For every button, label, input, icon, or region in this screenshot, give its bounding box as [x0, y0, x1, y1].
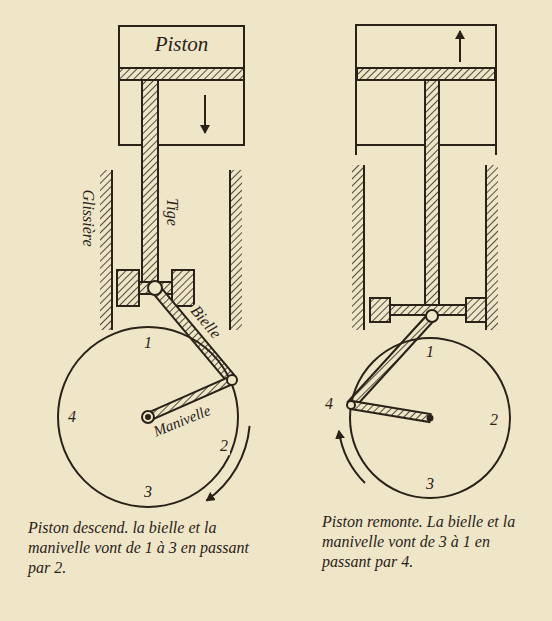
cylinder-bottom [118, 144, 142, 146]
guide-wall [230, 170, 242, 330]
piston-rod [425, 80, 439, 308]
callout-number: 4 [323, 395, 335, 413]
callout-number: 3 [142, 483, 154, 501]
crosshead-pin [148, 281, 162, 295]
guide-wall [486, 165, 498, 330]
guide-wall [100, 170, 112, 330]
motion-arrow [204, 95, 206, 133]
crosshead-block [172, 270, 194, 306]
crank-pin [227, 375, 237, 385]
guide-wall-edge [363, 165, 365, 330]
crosshead-block [466, 298, 486, 322]
part-name: Glissière [79, 187, 97, 248]
crank-arm [350, 401, 430, 422]
cylinder-edge [495, 145, 497, 155]
callout-number: 2 [218, 437, 230, 455]
part-name: Piston [120, 32, 243, 57]
piston-box: Piston [118, 25, 245, 145]
crank-circle [58, 327, 238, 507]
crank-center [142, 411, 154, 423]
guide-wall-edge [229, 170, 231, 330]
part-name: Manivelle [149, 401, 215, 440]
crank-center-dot [146, 415, 150, 419]
piston-head [119, 68, 244, 80]
crank-circle [350, 338, 510, 498]
callout-number: 2 [488, 411, 500, 429]
guide-wall [352, 165, 364, 330]
connecting-rod [348, 313, 436, 408]
crank-pin [347, 401, 355, 409]
rotation-arrow [339, 431, 365, 483]
piston-head [357, 68, 495, 80]
caption-note: Piston descend. la bielle et la manivell… [28, 518, 260, 578]
part-name: Tige [163, 196, 181, 228]
piston-rod [142, 80, 158, 285]
guide-wall-edge [111, 170, 113, 330]
caption-note: Piston remonte. La bielle et la manivell… [322, 512, 537, 572]
callout-number: 3 [424, 475, 436, 493]
callout-number: 1 [424, 343, 436, 361]
part-name: Bielle [186, 301, 226, 344]
callout-number: 1 [142, 334, 154, 352]
cylinder-edge [355, 145, 357, 155]
crank-center [428, 416, 433, 421]
crosshead-bar [139, 282, 172, 294]
rotation-arrow [207, 426, 250, 501]
cylinder-bottom [158, 144, 245, 146]
crosshead-block [370, 298, 390, 322]
callout-number: 4 [66, 408, 78, 426]
crosshead-block [117, 270, 139, 306]
crosshead-pin [426, 310, 438, 322]
motion-arrow [459, 31, 461, 62]
